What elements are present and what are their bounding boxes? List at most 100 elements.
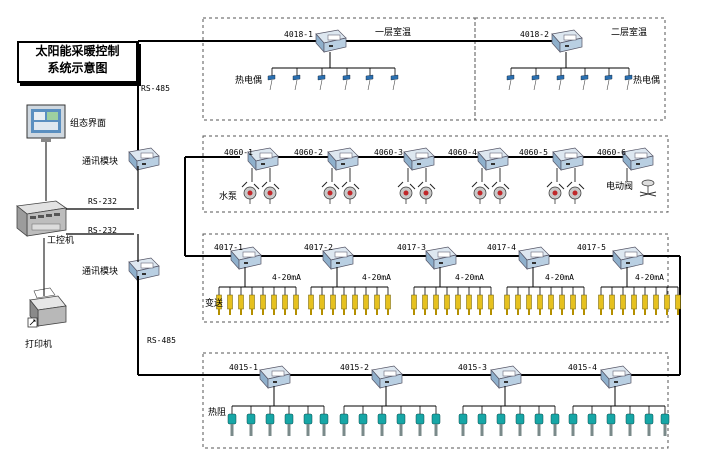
pump-label: 水泵 bbox=[219, 192, 238, 202]
rs485-bottom-label: RS-485 bbox=[147, 336, 176, 345]
pump-icon-5-2 bbox=[566, 181, 585, 204]
transmitter-icon-2-8 bbox=[385, 294, 391, 315]
group1-box-b bbox=[474, 17, 666, 121]
module-4015-4-label: 4015-4 bbox=[568, 363, 597, 372]
pump-icon-5-1 bbox=[546, 181, 565, 204]
module-4060-5-label: 4060-5 bbox=[519, 148, 548, 157]
g1a-thermocouple-6 bbox=[390, 74, 399, 91]
transmitter-icon-1-2 bbox=[227, 294, 233, 315]
signal-label-5: 4-20mA bbox=[635, 273, 664, 282]
ipc-computer-icon bbox=[16, 200, 68, 237]
module-4018-1-icon bbox=[315, 29, 347, 53]
g1b-thermocouple-2 bbox=[531, 74, 540, 91]
module-4018-2-icon bbox=[551, 29, 583, 53]
transmitter-icon-5-5 bbox=[642, 294, 648, 315]
motor-valve-label: 电动阀 bbox=[606, 182, 634, 192]
module-4015-1-icon bbox=[259, 365, 291, 389]
g1a-thermocouple-2 bbox=[292, 74, 301, 91]
module-4060-2-label: 4060-2 bbox=[294, 148, 323, 157]
transmitter-icon-4-7 bbox=[570, 294, 576, 315]
module-4017-1-label: 4017-1 bbox=[214, 243, 243, 252]
transmitter-icon-3-2 bbox=[422, 294, 428, 315]
module-4017-2-icon bbox=[322, 246, 354, 270]
transmitter-icon-4-8 bbox=[581, 294, 587, 315]
g1b-thermocouple-4 bbox=[580, 74, 589, 91]
module-4060-1-label: 4060-1 bbox=[224, 148, 253, 157]
pump-icon-2-2 bbox=[341, 181, 360, 204]
group1-box-a bbox=[202, 17, 476, 121]
signal-label-4: 4-20mA bbox=[545, 273, 574, 282]
module-4060-5-icon bbox=[552, 147, 584, 171]
thermal-resistor-icon-4-4 bbox=[625, 413, 635, 436]
module-4015-2-icon bbox=[371, 365, 403, 389]
thermal-resistor-icon-3-5 bbox=[534, 413, 544, 436]
transmitter-icon-3-4 bbox=[444, 294, 450, 315]
pump-icon-3-2 bbox=[417, 181, 436, 204]
thermal-resistor-icon-4-2 bbox=[587, 413, 597, 436]
thermal-resistor-icon-3-3 bbox=[496, 413, 506, 436]
module-4015-4-icon bbox=[600, 365, 632, 389]
transmitter-icon-1-7 bbox=[282, 294, 288, 315]
dynamic-elements bbox=[16, 17, 681, 449]
thermal-resistor-icon-4-1 bbox=[568, 413, 578, 436]
hmi-label: 组态界面 bbox=[70, 119, 107, 129]
transmitter-icon-3-3 bbox=[433, 294, 439, 315]
transmitter-icon-5-7 bbox=[664, 294, 670, 315]
transmitter-icon-3-8 bbox=[488, 294, 494, 315]
transmitter-icon-2-4 bbox=[341, 294, 347, 315]
thermal-resistor-icon-3-2 bbox=[477, 413, 487, 436]
rs232-top-label: RS-232 bbox=[88, 197, 117, 206]
g1b-thermocouple-3 bbox=[556, 74, 565, 91]
module-4060-6-label: 4060-6 bbox=[597, 148, 626, 157]
ipc-label: 工控机 bbox=[47, 236, 75, 246]
thermal-resistor-icon-3-6 bbox=[550, 413, 560, 436]
module-4017-3-label: 4017-3 bbox=[397, 243, 426, 252]
module-4018-1-label: 4018-1 bbox=[284, 30, 313, 39]
comm-module-top-icon bbox=[128, 147, 160, 171]
thermal-resistor-icon-2-3 bbox=[377, 413, 387, 436]
module-4017-4-label: 4017-4 bbox=[487, 243, 516, 252]
transmitter-icon-5-8 bbox=[675, 294, 681, 315]
g1b-thermocouple-5 bbox=[604, 74, 613, 91]
transmitter-icon-1-3 bbox=[238, 294, 244, 315]
printer-label: 打印机 bbox=[25, 340, 53, 350]
group4-box bbox=[202, 352, 669, 449]
module-4060-2-icon bbox=[327, 147, 359, 171]
group3-box bbox=[202, 233, 669, 323]
thermal-resistor-icon-2-4 bbox=[396, 413, 406, 436]
module-4017-2-label: 4017-2 bbox=[304, 243, 333, 252]
module-4017-5-label: 4017-5 bbox=[577, 243, 606, 252]
transmitter-icon-4-3 bbox=[526, 294, 532, 315]
transmitter-icon-3-7 bbox=[477, 294, 483, 315]
thermal-resistor-icon-4-6 bbox=[660, 413, 670, 436]
module-4017-3-icon bbox=[425, 246, 457, 270]
module-4015-3-label: 4015-3 bbox=[458, 363, 487, 372]
g1a-thermocouple-3 bbox=[317, 74, 326, 91]
transmitter-icon-3-6 bbox=[466, 294, 472, 315]
transmitter-icon-5-6 bbox=[653, 294, 659, 315]
transmitter-icon-1-1 bbox=[216, 294, 222, 315]
thermal-resistor-icon-3-4 bbox=[515, 413, 525, 436]
transmitter-icon-1-5 bbox=[260, 294, 266, 315]
module-4015-3-icon bbox=[490, 365, 522, 389]
transmitter-label: 变送 bbox=[205, 299, 224, 309]
group2-box bbox=[202, 135, 669, 213]
printer-icon bbox=[27, 287, 67, 328]
g1a-thermocouple-4 bbox=[342, 74, 351, 91]
title-line-1: 太阳能采暖控制 bbox=[35, 44, 120, 58]
module-4017-4-icon bbox=[518, 246, 550, 270]
thermal-resistor-icon-2-6 bbox=[431, 413, 441, 436]
thermal-resistor-icon-2-2 bbox=[358, 413, 368, 436]
diagram-title: 太阳能采暖控制 系统示意图 bbox=[17, 41, 138, 83]
thermal-resistor-icon-2-1 bbox=[339, 413, 349, 436]
transmitter-icon-4-6 bbox=[559, 294, 565, 315]
transmitter-icon-4-1 bbox=[504, 294, 510, 315]
module-4060-4-label: 4060-4 bbox=[448, 148, 477, 157]
transmitter-icon-3-5 bbox=[455, 294, 461, 315]
comm-module-bottom-icon bbox=[128, 257, 160, 281]
thermal-resistor-icon-3-1 bbox=[458, 413, 468, 436]
transmitter-icon-1-4 bbox=[249, 294, 255, 315]
hmi-monitor-icon bbox=[26, 104, 66, 142]
zone-floor1-label: 一层室温 bbox=[375, 28, 412, 38]
signal-label-1: 4-20mA bbox=[272, 273, 301, 282]
